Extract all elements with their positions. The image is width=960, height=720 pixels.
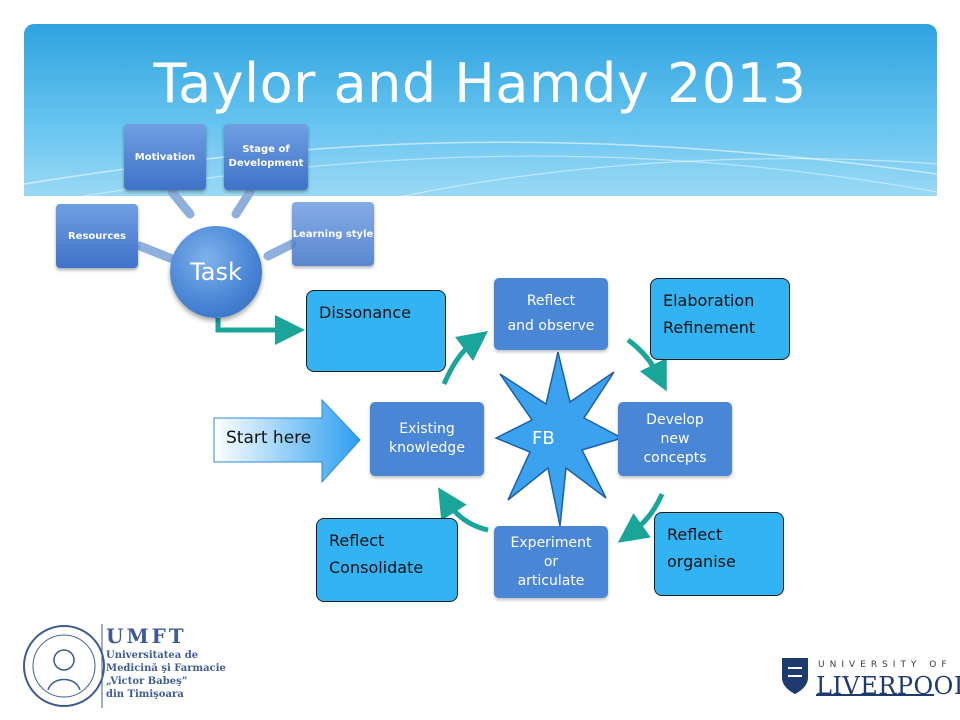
reflect-consolidate-line1: Reflect (329, 531, 385, 550)
stage-of-development-label: Stage of Development (228, 144, 304, 169)
umft-line-3: „Victor Babeş” (106, 676, 188, 687)
develop-concepts-label: Develop new concepts (643, 411, 707, 466)
reflect-consolidate-line2: Consolidate (329, 558, 424, 577)
reflect-organise-note: Reflect organise (654, 512, 784, 596)
start-here-arrow (213, 398, 361, 484)
task-circle: Task (170, 226, 262, 318)
elaboration-line1: Elaboration (663, 291, 755, 310)
motivation-box: Motivation (124, 124, 206, 190)
umft-line-1: Universitatea de (106, 650, 199, 661)
task-input-arrows (135, 187, 297, 263)
existing-knowledge-box: Existing knowledge (370, 402, 484, 476)
existing-knowledge-label: Existing knowledge (389, 421, 465, 456)
existing-to-reflect-arrow (441, 330, 488, 386)
liverpool-underline (816, 694, 934, 696)
task-to-dissonance-arrow (215, 315, 305, 345)
experiment-to-existing-arrow (438, 487, 489, 533)
liverpool-university-text: UNIVERSITY OF (818, 660, 952, 670)
stage-arrow (231, 187, 255, 219)
learning-style-label: Learning style (292, 228, 374, 240)
slide-title: Taylor and Hamdy 2013 (153, 52, 807, 115)
elaboration-note: Elaboration Refinement (650, 278, 790, 360)
reflect-observe-line2: and observe (507, 318, 595, 334)
motivation-label: Motivation (134, 151, 196, 163)
elaboration-line2: Refinement (663, 318, 756, 337)
umft-line-4: din Timişoara (106, 689, 184, 700)
task-label: Task (190, 258, 242, 286)
cycle-arrows (215, 315, 667, 543)
reflect-observe-line1: Reflect (526, 293, 576, 309)
develop-to-experiment-arrow (617, 492, 665, 543)
umft-seal-icon (23, 624, 105, 708)
learning-style-arrow (263, 239, 297, 261)
experiment-box: Experiment or articulate (494, 526, 608, 598)
reflect-organise-line2: organise (667, 552, 736, 571)
resources-arrow (135, 241, 175, 263)
motivation-arrow (167, 187, 195, 219)
experiment-line1: Experiment or (510, 534, 592, 570)
resources-box: Resources (56, 204, 138, 268)
experiment-line2: articulate (517, 572, 585, 589)
dissonance-label: Dissonance (319, 303, 411, 322)
reflect-to-develop-arrow (626, 337, 667, 392)
fb-star (494, 351, 624, 527)
reflect-consolidate-note: Reflect Consolidate (316, 518, 458, 602)
umft-name: UMFT (106, 624, 187, 648)
stage-of-development-box: Stage of Development (224, 124, 308, 190)
reflect-organise-line1: Reflect (667, 525, 723, 544)
reflect-observe-box: Reflect and observe (494, 278, 608, 350)
dissonance-note: Dissonance (306, 290, 446, 372)
develop-concepts-box: Develop new concepts (618, 402, 732, 476)
start-here-label: Start here (226, 428, 312, 448)
resources-label: Resources (67, 230, 127, 242)
learning-style-box: Learning style (292, 202, 374, 266)
liverpool-crest-icon (782, 658, 808, 694)
umft-line-2: Medicină şi Farmacie (106, 663, 226, 674)
fb-label: FB (532, 428, 555, 449)
